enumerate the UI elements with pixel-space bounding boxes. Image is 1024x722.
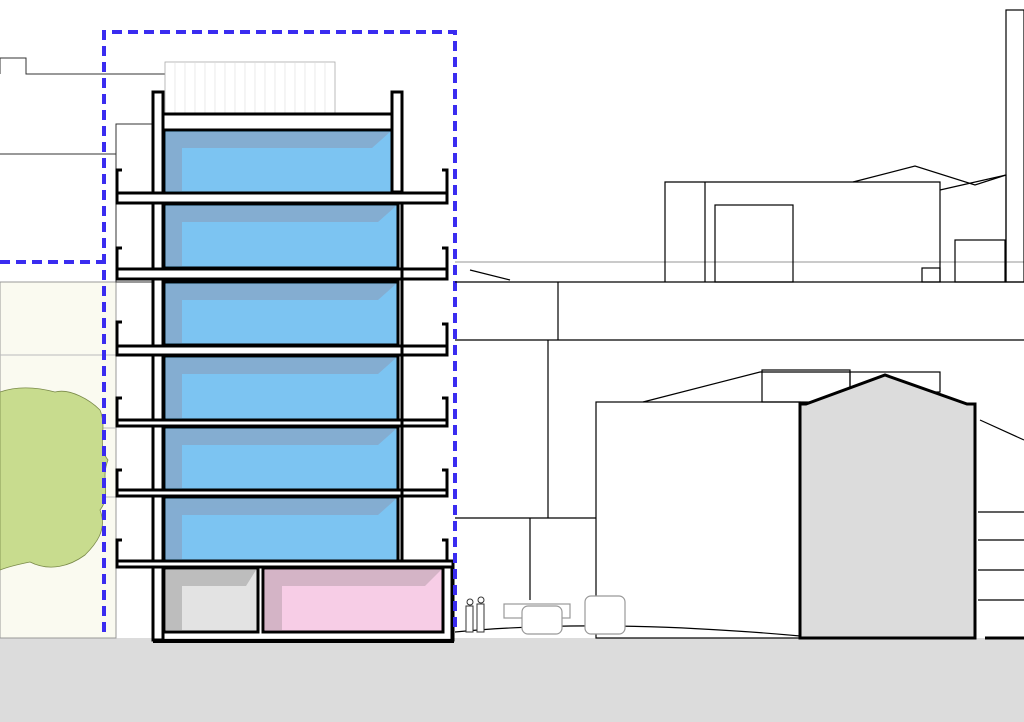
cars (503, 595, 626, 635)
rooftop-plant (164, 61, 336, 115)
right-context-buildings (454, 9, 1024, 639)
planning-envelope (0, 30, 457, 632)
tree (0, 387, 109, 571)
gabled-house (798, 373, 977, 640)
ground (0, 638, 1024, 722)
people (465, 596, 485, 633)
